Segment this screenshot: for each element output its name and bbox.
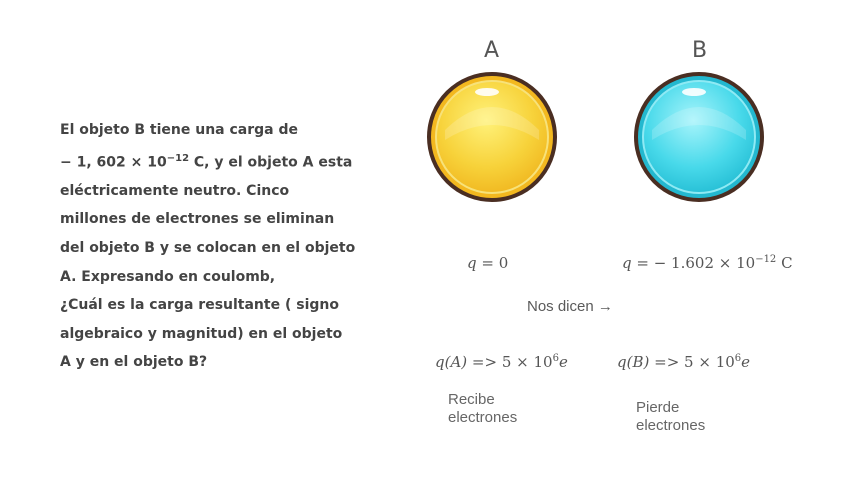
transfer-a: q(A) => 5 × 106e — [435, 353, 568, 371]
problem-line: del objeto B y se colocan en el objeto — [60, 240, 356, 257]
problem-line: algebraico y magnitud) en el objeto — [60, 325, 343, 342]
transfer-b-unit: e — [741, 353, 751, 371]
note-a-line: Recibe — [448, 391, 495, 408]
charge-b-exponent: −12 — [755, 254, 777, 265]
charge-b-value: = − 1.602 × 10 — [631, 254, 756, 272]
transfer-b-value: 5 × 10 — [684, 353, 735, 371]
note-a-line: electrones — [448, 409, 518, 426]
charge-exponent: −12 — [166, 152, 190, 164]
transfer-a-exponent: 6 — [552, 353, 559, 364]
charge-value: − 1, 602 × 10 — [60, 154, 167, 171]
object-a-sphere — [427, 72, 557, 202]
problem-line: El objeto B tiene una carga de — [60, 122, 298, 138]
object-a-label: A — [484, 38, 500, 63]
charge-b-equation: q = − 1.602 × 10−12 C — [622, 254, 793, 272]
note-b-line: Pierde — [636, 399, 680, 416]
charge-b-symbol: q — [622, 254, 632, 272]
transfer-a-unit: e — [558, 353, 568, 371]
transfer-b-arrow: => — [654, 353, 680, 371]
transfer-b-lhs: q(B) — [617, 353, 650, 371]
charge-a-symbol: q — [467, 254, 477, 272]
problem-line: A. Expresando en coulomb, — [60, 268, 276, 285]
charge-a-value: = 0 — [476, 254, 509, 272]
problem-statement: El objeto B tiene una carga de − 1, 602 … — [60, 116, 360, 377]
problem-line: millones de electrones se eliminan — [60, 211, 335, 228]
transfer-a-arrow: => — [471, 353, 498, 371]
charge-a-equation: q = 0 — [467, 254, 508, 272]
transfer-a-lhs: q(A) — [435, 353, 468, 371]
object-b-label: B — [692, 38, 708, 63]
object-b-sphere — [634, 72, 764, 202]
transfer-b-exponent: 6 — [734, 353, 742, 364]
note-b: Pierde electrones — [636, 399, 746, 435]
transfer-b: q(B) => 5 × 106e — [617, 353, 750, 371]
transfer-a-value: 5 × 10 — [501, 353, 553, 371]
problem-line-charge: − 1, 602 × 10−12 C, y el objeto A esta — [60, 145, 360, 177]
note-b-line: electrones — [636, 417, 706, 434]
problem-line: A y en el objeto B? — [60, 354, 208, 371]
problem-line: eléctricamente neutro. Cinco — [60, 182, 290, 199]
charge-b-unit: C — [776, 254, 793, 272]
problem-line: ¿Cuál es la carga resultante ( signo — [60, 297, 339, 314]
problem-line-rest: C, y el objeto A esta — [193, 154, 353, 171]
note-a: Recibe electrones — [448, 391, 558, 427]
given-statement: Nos dicen → — [527, 298, 613, 315]
